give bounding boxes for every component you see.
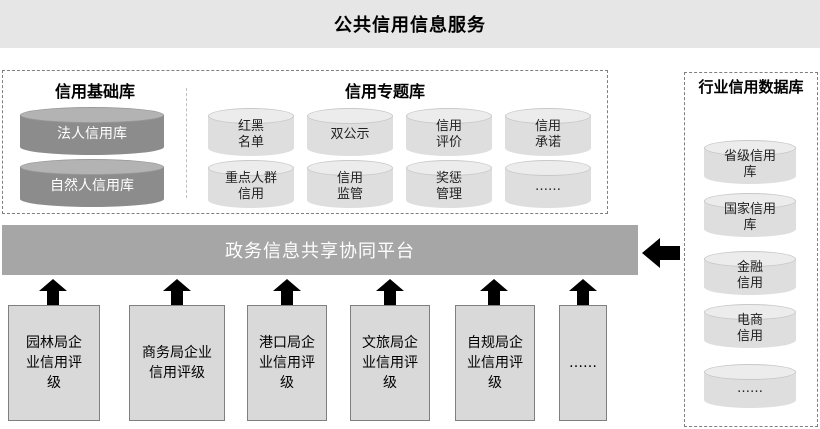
cylinder-red-black-list: 红黑 名单 (208, 108, 294, 156)
source-label: 港口局企 业信用评 级 (259, 335, 315, 391)
cylinder-label: 红黑 名单 (237, 119, 264, 150)
page-title: 公共信用信息服务 (0, 0, 820, 48)
cylinder-label: 双公示 (330, 127, 370, 142)
cylinder-legal-person: 法人信用库 (20, 107, 164, 155)
cylinder-label: 信用 承诺 (534, 119, 561, 150)
cylinder-label: 信用 评价 (435, 119, 462, 150)
arrow-up-icon (273, 279, 301, 305)
cylinder-credit-evaluation: 信用 评价 (406, 108, 492, 156)
cylinder-dual-publicity: 双公示 (307, 108, 393, 156)
source-label: …… (569, 355, 597, 371)
basic-library-title: 信用基础库 (54, 82, 135, 101)
cylinder-provincial: 省级信用 库 (704, 140, 796, 184)
source-box-natural-resources: 自规局企 业信用评 级 (455, 305, 535, 421)
arrow-up-icon (480, 279, 508, 305)
arrow-left-icon (642, 238, 680, 268)
source-box-culture-tourism: 文旅局企 业信用评 级 (350, 305, 430, 421)
source-label: 自规局企 业信用评 级 (467, 335, 523, 391)
cylinder-natural-person: 自然人信用库 (20, 159, 164, 207)
cylinder-credit-commitment: 信用 承诺 (505, 108, 591, 156)
cylinder-label: 奖惩 管理 (435, 171, 462, 202)
source-box-commerce: 商务局企业 信用评级 (129, 305, 225, 421)
cylinder-national: 国家信用 库 (704, 193, 796, 237)
source-label: 文旅局企 业信用评 级 (362, 335, 418, 391)
cylinder-reward-punishment: 奖惩 管理 (406, 160, 492, 208)
industry-library-title: 行业信用数据库 (698, 78, 804, 96)
cylinder-label: …… (535, 179, 561, 194)
thematic-library-title: 信用专题库 (344, 82, 425, 101)
arrow-up-icon (39, 279, 67, 305)
source-box-gardens: 园林局企 业信用评 级 (8, 305, 100, 421)
source-box-port: 港口局企 业信用评 级 (247, 305, 327, 421)
cylinder-industry-more: …… (704, 364, 796, 408)
cylinder-more: …… (505, 160, 591, 208)
library-divider (186, 88, 187, 198)
source-box-more: …… (559, 305, 607, 421)
cylinder-finance: 金融 信用 (704, 251, 796, 295)
cylinder-label: …… (737, 381, 763, 396)
cylinder-label: 省级信用 库 (723, 149, 776, 180)
cylinder-label: 国家信用 库 (723, 202, 776, 233)
source-label: 园林局企 业信用评 级 (26, 335, 82, 391)
arrow-up-icon (163, 279, 191, 305)
cylinder-label: 重点人群 信用 (224, 171, 277, 202)
cylinder-label: 信用 监管 (336, 171, 363, 202)
cylinder-label: 自然人信用库 (50, 178, 134, 194)
cylinder-credit-supervision: 信用 监管 (307, 160, 393, 208)
cylinder-ecommerce: 电商 信用 (704, 304, 796, 348)
cylinder-label: 电商 信用 (736, 313, 763, 344)
cylinder-label: 法人信用库 (57, 126, 127, 142)
arrow-up-icon (376, 279, 404, 305)
cylinder-label: 金融 信用 (736, 260, 763, 291)
arrow-up-icon (569, 279, 597, 305)
platform-bar: 政务信息共享协同平台 (2, 225, 638, 275)
cylinder-key-groups: 重点人群 信用 (208, 160, 294, 208)
source-label: 商务局企业 信用评级 (142, 345, 212, 381)
